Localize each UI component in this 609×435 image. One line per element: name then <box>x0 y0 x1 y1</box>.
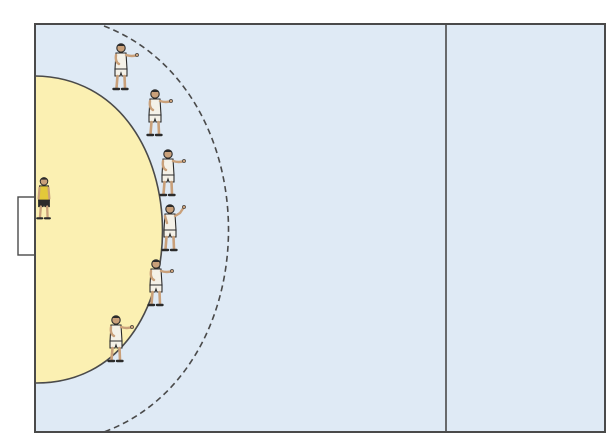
defender-figure-2 <box>146 89 173 137</box>
goalkeeper-figure <box>36 177 51 220</box>
defender-figure-1 <box>112 43 139 91</box>
goal-net <box>17 196 36 256</box>
defender-figure-5 <box>147 259 174 307</box>
goal-area-line <box>34 75 164 384</box>
court-boundary <box>34 23 606 433</box>
defender-figure-4 <box>161 204 186 252</box>
defender-figure-6 <box>107 315 134 363</box>
free-throw-line <box>103 25 230 433</box>
defender-figure-3 <box>159 149 186 197</box>
players-layer <box>36 43 186 363</box>
goal-area <box>35 76 163 384</box>
